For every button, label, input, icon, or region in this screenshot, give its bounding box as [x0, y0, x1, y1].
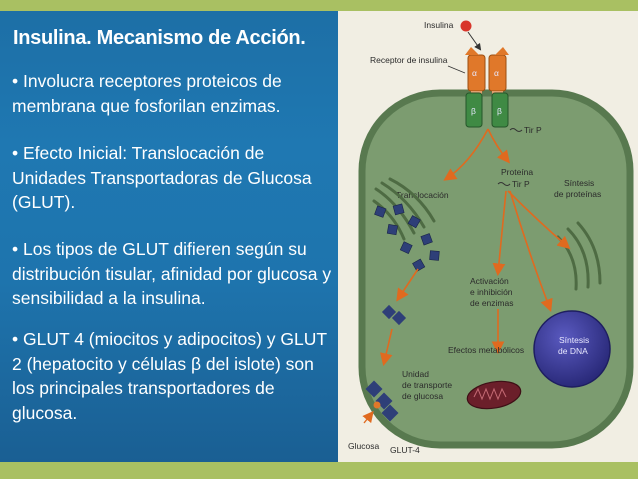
insulin-arrow	[467, 31, 482, 51]
bullet-efecto-inicial: • Efecto Inicial: Translocación de Unida…	[12, 143, 312, 212]
top-accent-band	[0, 0, 638, 11]
tirp-label: Tir P	[524, 125, 542, 135]
glucose-entry-arrow	[362, 410, 374, 424]
insulina-label: Insulina	[424, 20, 454, 30]
insulin-receptor	[465, 47, 509, 128]
proteina-tirp-label: Tir P	[512, 179, 530, 189]
arrow-to-membrane	[379, 328, 393, 367]
sintesis-dna-label-2: de DNA	[558, 346, 588, 356]
glut-vesicles	[374, 203, 440, 272]
sintesis-proteinas-label-1: Síntesis	[564, 178, 594, 188]
receptor-leader	[447, 65, 466, 74]
insulin-molecule	[460, 20, 472, 32]
arrow-to-protein-synthesis	[507, 190, 571, 250]
insulin-mechanism-diagram: α α β β Insulina Receptor de insulina Ti…	[338, 11, 638, 462]
translocacion-label: Translocación	[396, 190, 449, 200]
proteina-label: Proteína	[501, 167, 533, 177]
glucosa-label: Glucosa	[348, 441, 379, 451]
unidad-label-3: de glucosa	[402, 391, 443, 401]
beta-label-right: β	[497, 106, 502, 116]
efectos-label: Efectos metabólicos	[448, 345, 524, 355]
bullet-receptores: • Involucra receptores proteicos de memb…	[12, 71, 282, 116]
diagram-svg: α α β β Insulina Receptor de insulina Ti…	[348, 20, 634, 455]
tirp-squiggle	[509, 128, 523, 132]
mitochondrion	[466, 380, 522, 410]
alpha-label-right: α	[494, 68, 499, 78]
text-panel	[0, 11, 338, 462]
activacion-label-3: de enzimas	[470, 298, 513, 308]
glut4-label: GLUT-4	[390, 445, 420, 455]
arrow-to-protein	[487, 128, 510, 164]
activacion-label-2: e inhibición	[470, 287, 513, 297]
arrow-to-dna	[509, 190, 553, 312]
arrow-to-enzymes	[492, 190, 507, 277]
bullet-glut4-glut2: • GLUT 4 (miocitos y adipocitos) y GLUT …	[12, 329, 327, 423]
alpha-label-left: α	[472, 68, 477, 78]
unidad-label-2: de transporte	[402, 380, 452, 390]
arrow-to-translocation	[443, 128, 489, 181]
glut-vesicle-mid	[381, 304, 407, 326]
arrow-to-vesicle	[396, 268, 419, 302]
sintesis-proteinas-label-2: de proteínas	[554, 189, 601, 199]
bottom-accent-band	[0, 462, 638, 479]
activacion-label-1: Activación	[470, 276, 509, 286]
receptor-label: Receptor de insulina	[370, 55, 448, 65]
slide-title: Insulina. Mecanismo de Acción.	[13, 27, 306, 49]
sintesis-dna-label-1: Síntesis	[559, 335, 589, 345]
nucleus	[533, 310, 611, 388]
unidad-label-1: Unidad	[402, 369, 429, 379]
bullet-tipos-glut: • Los tipos de GLUT difieren según su di…	[12, 239, 332, 308]
proteina-tirp-squiggle	[497, 182, 511, 186]
beta-label-left: β	[471, 106, 476, 116]
